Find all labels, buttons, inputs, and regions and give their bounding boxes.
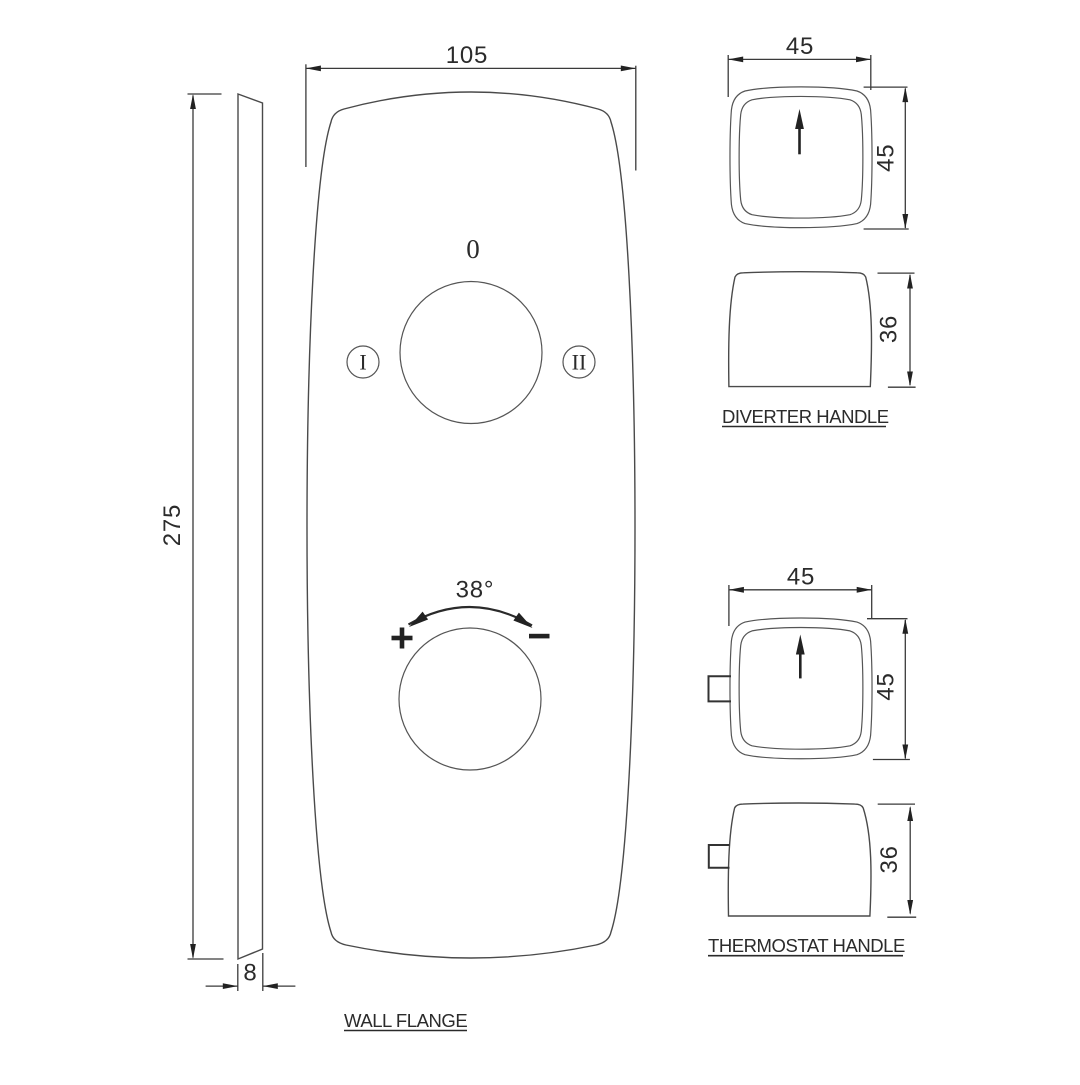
svg-text:DIVERTER HANDLE: DIVERTER HANDLE [722,406,889,427]
svg-text:45: 45 [786,33,814,60]
svg-text:I: I [359,350,366,375]
svg-text:0: 0 [466,234,480,264]
svg-text:WALL FLANGE: WALL FLANGE [344,1010,467,1031]
svg-text:45: 45 [873,144,900,172]
svg-text:45: 45 [787,564,815,591]
svg-text:8: 8 [243,960,257,987]
svg-text:II: II [572,350,587,375]
svg-text:38°: 38° [456,577,495,604]
svg-text:36: 36 [876,315,903,343]
svg-text:275: 275 [159,504,186,546]
svg-text:105: 105 [446,42,488,69]
svg-text:45: 45 [873,672,900,700]
svg-text:36: 36 [876,845,903,873]
svg-text:THERMOSTAT HANDLE: THERMOSTAT HANDLE [708,935,905,956]
